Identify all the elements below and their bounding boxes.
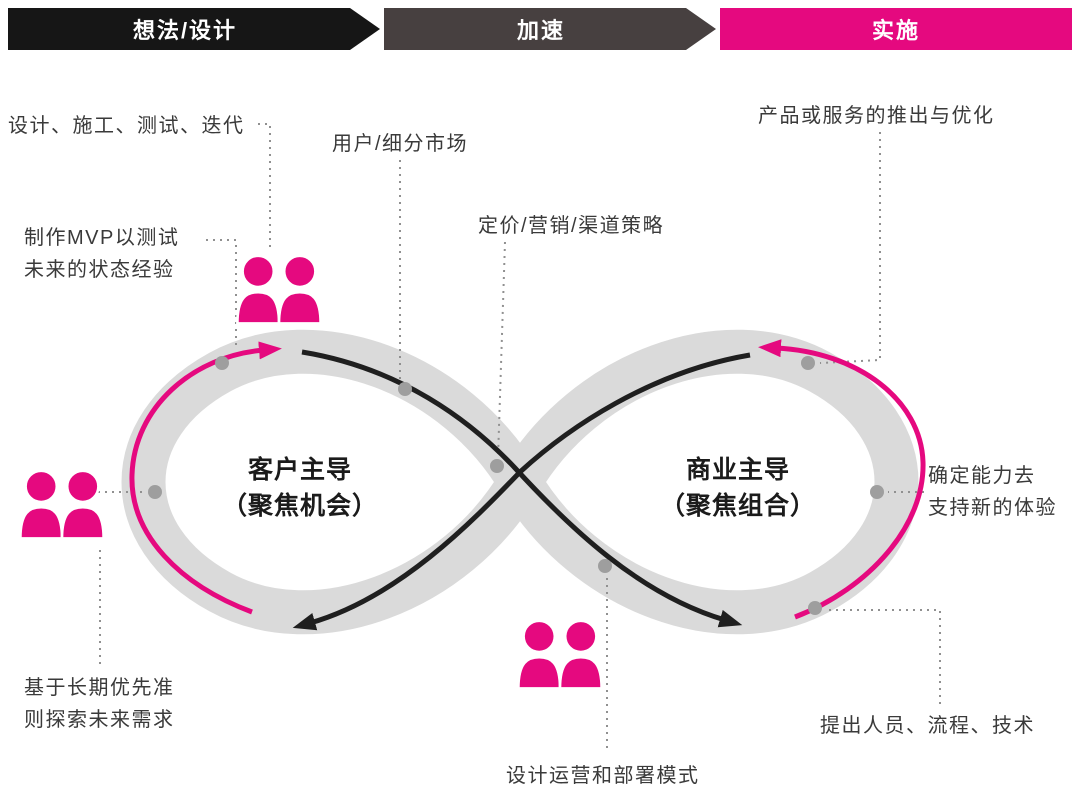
banner-stage-implement: 实施 <box>720 8 1072 50</box>
black-arc-topleft-to-bottomright <box>301 349 743 628</box>
annotation-product-launch: 产品或服务的推出与优化 <box>758 105 995 127</box>
people-pair-icon <box>236 254 322 325</box>
banner-stage-idea-design: 想法/设计 <box>8 8 380 50</box>
junction-dot <box>490 459 504 473</box>
leader-design-build-test <box>258 123 271 250</box>
annotation-long-term-needs: 基于长期优先准 则探索未来需求 <box>24 672 175 736</box>
annotation-long-term-line2: 则探索未来需求 <box>24 709 175 731</box>
annotation-design-build-test: 设计、施工、测试、迭代 <box>8 115 245 137</box>
right-loop-title-line1: 商业主导 <box>685 456 790 484</box>
junction-dot <box>808 601 822 615</box>
annotation-mvp-line1: 制作MVP以测试 <box>24 227 180 249</box>
left-loop-title: 客户主导 （聚焦机会） <box>180 452 420 525</box>
people-pair-icon <box>517 619 603 690</box>
people-pair-icon <box>19 469 105 540</box>
black-arc-topright-to-bottomleft <box>292 352 751 631</box>
leader-lines <box>98 123 941 748</box>
annotation-capabilities-line1: 确定能力去 <box>928 465 1036 487</box>
annotation-personnel-process-tech: 提出人员、流程、技术 <box>820 715 1035 737</box>
leader-pricing <box>497 241 506 459</box>
junction-dot <box>870 485 884 499</box>
annotation-capabilities: 确定能力去 支持新的体验 <box>928 460 1057 524</box>
left-loop-title-line1: 客户主导 <box>247 456 352 484</box>
annotation-mvp-line2: 未来的状态经验 <box>24 259 175 281</box>
infinity-band <box>121 329 919 635</box>
left-loop-title-line2: （聚焦机会） <box>221 492 378 521</box>
banner-stage-accelerate-label: 加速 <box>516 18 565 43</box>
right-loop-title-line2: （聚焦组合） <box>659 492 816 521</box>
annotation-mvp: 制作MVP以测试 未来的状态经验 <box>24 222 179 286</box>
banner-stage-implement-label: 实施 <box>871 18 920 43</box>
annotation-user-segments: 用户/细分市场 <box>332 133 469 155</box>
pink-arc-left-loop <box>129 341 282 615</box>
junction-dot <box>215 356 229 370</box>
junction-dots <box>148 356 884 615</box>
junction-dot <box>148 485 162 499</box>
annotation-ops-deployment-model: 设计运营和部署模式 <box>506 765 700 787</box>
banner-stage-idea-design-label: 想法/设计 <box>132 18 238 43</box>
leader-personnel <box>826 609 941 704</box>
junction-dot <box>398 382 412 396</box>
banner-stage-accelerate: 加速 <box>384 8 716 50</box>
annotation-long-term-line1: 基于长期优先准 <box>24 677 175 699</box>
junction-dot <box>598 559 612 573</box>
leader-mvp <box>206 239 237 348</box>
pink-arc-right-loop <box>758 339 926 620</box>
annotation-pricing-strategy: 定价/营销/渠道策略 <box>478 215 665 237</box>
junction-dot <box>801 356 815 370</box>
right-loop-title: 商业主导 （聚焦组合） <box>618 452 858 525</box>
leader-product-launch <box>819 132 881 364</box>
annotation-capabilities-line2: 支持新的体验 <box>928 497 1057 519</box>
